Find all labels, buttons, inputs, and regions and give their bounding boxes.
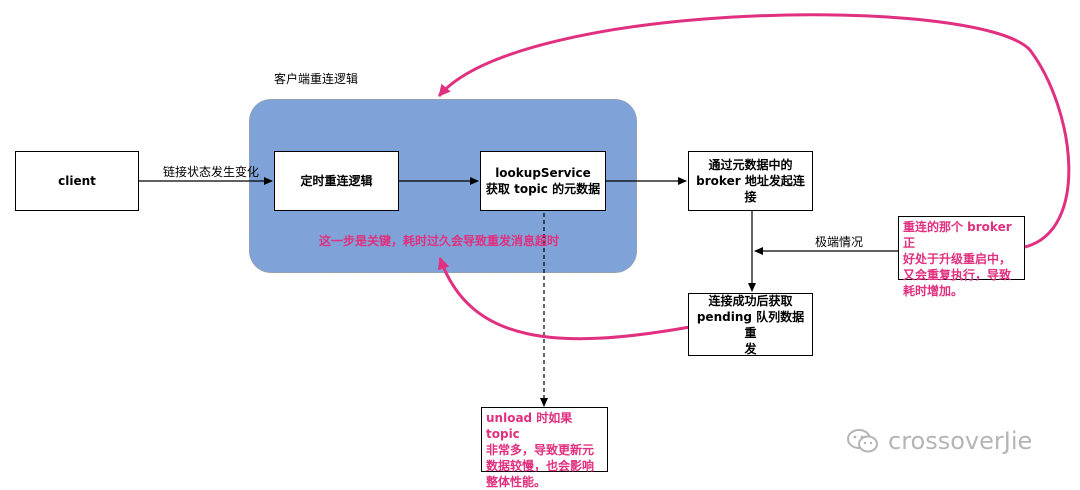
lookup-service-node: lookupService 获取 topic 的元数据 — [480, 151, 606, 211]
unload-note-line: 非常多，导致更新元 — [486, 443, 595, 457]
broker-label-line2: broker 地址发起连接 — [696, 174, 805, 204]
group-title: 客户端重连逻辑 — [274, 72, 359, 86]
unload-note-line: 整体性能。 — [486, 475, 547, 489]
pending-label-line3: 发 — [744, 341, 757, 356]
pink-arrow-pending-back-to-group — [437, 257, 691, 341]
restart-note-line: 好处于升级重启中， — [903, 252, 1012, 266]
pending-resend-node: 连接成功后获取 pending 队列数据重 发 — [688, 293, 813, 356]
watermark-text: crossoverJie — [888, 427, 1033, 455]
lookup-label-line1: lookupService — [495, 166, 591, 180]
pending-label-line1: 连接成功后获取 — [708, 293, 793, 308]
wechat-icon — [847, 429, 878, 453]
lookup-label-line2: 获取 topic 的元数据 — [485, 182, 601, 196]
watermark: crossoverJie — [846, 427, 1032, 455]
client-label: client — [58, 174, 96, 188]
broker-restart-note: 重连的那个 broker 正 好处于升级重启中， 又会重复执行，导致 耗时增加。 — [898, 216, 1025, 298]
broker-label-line1: 通过元数据中的 — [708, 158, 793, 172]
unload-note-line: 数据较慢，也会影响 — [486, 459, 595, 473]
restart-note-line: 又会重复执行，导致 — [903, 268, 1012, 282]
edge-label-edge-case: 极端情况 — [815, 235, 864, 249]
broker-connect-node: 通过元数据中的 broker 地址发起连接 — [688, 151, 813, 211]
group-key-note: 这一步是关键，耗时过久会导致重发消息超时 — [319, 234, 560, 248]
unload-note-line: unload 时如果 topic — [486, 411, 573, 441]
edge-label-state-change: 链接状态发生变化 — [163, 165, 260, 179]
timer-reconnect-node: 定时重连逻辑 — [274, 151, 399, 211]
pending-label-line2: pending 队列数据重 — [696, 309, 805, 340]
client-node: client — [15, 151, 139, 211]
restart-note-line: 重连的那个 broker 正 — [903, 220, 1012, 250]
timer-label: 定时重连逻辑 — [300, 174, 373, 188]
pink-arrow-note-back-to-group — [437, 13, 1071, 249]
unload-note: unload 时如果 topic 非常多，导致更新元 数据较慢，也会影响 整体性… — [481, 407, 608, 489]
restart-note-line: 耗时增加。 — [903, 284, 964, 298]
